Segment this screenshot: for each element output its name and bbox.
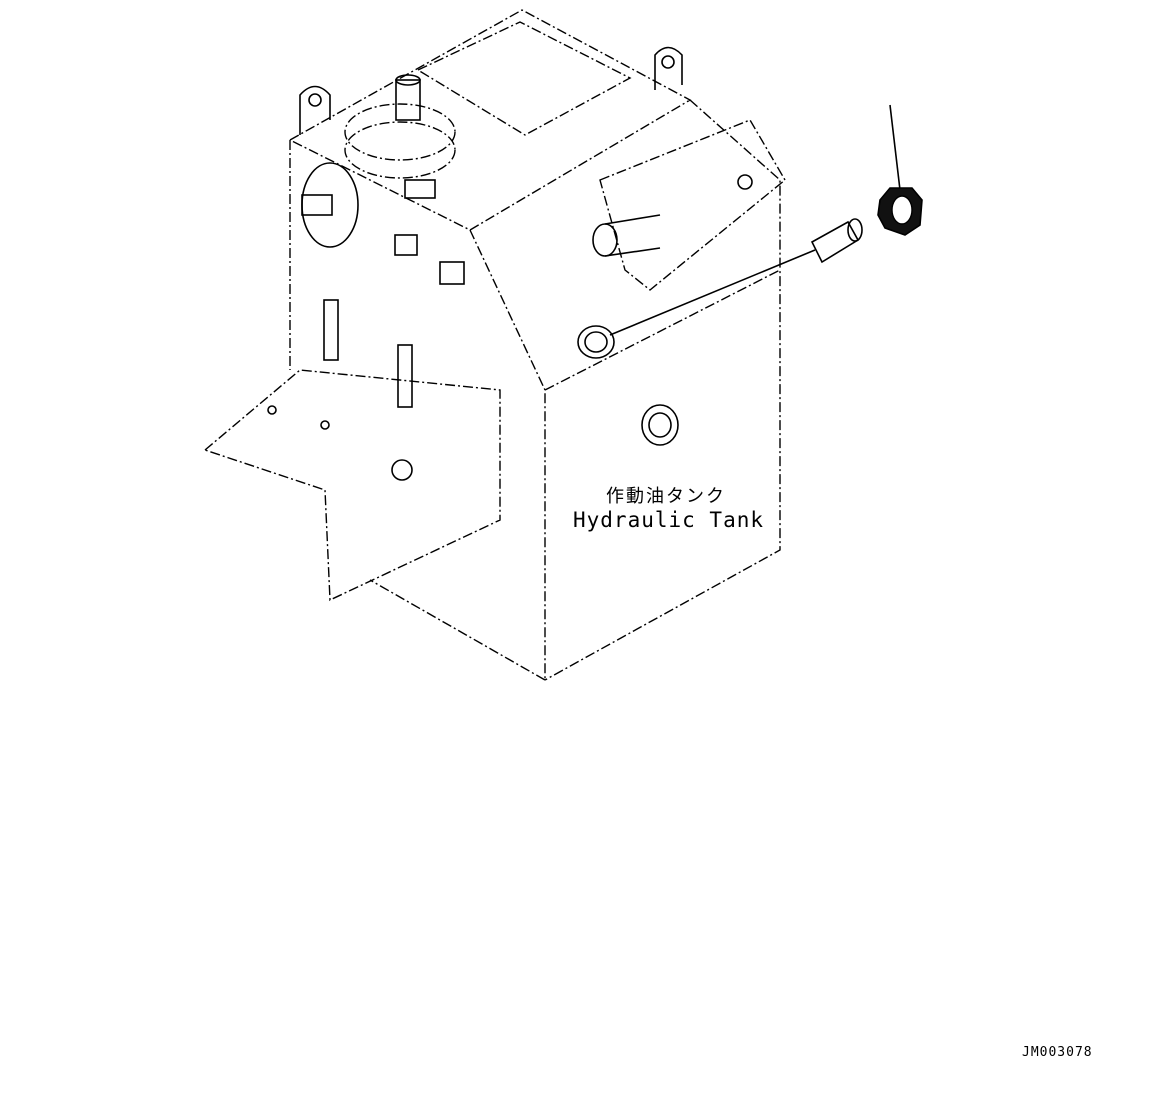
strainer-part: [609, 218, 863, 336]
lifting-eye-left: [299, 85, 331, 135]
tank-label-english: Hydraulic Tank: [573, 508, 765, 532]
breather-cap-part: [877, 104, 923, 236]
tank-label-japanese: 作動油タンク: [606, 486, 726, 507]
drawing-number: JM003078: [1022, 1045, 1093, 1060]
mounting-bracket: [204, 369, 501, 602]
top-cover: [344, 21, 632, 179]
fill-port: [577, 325, 615, 359]
return-filter-housing: [592, 119, 786, 291]
drain-plug: [641, 404, 679, 446]
side-shaft-left: [301, 162, 359, 248]
lifting-eye-right: [654, 46, 683, 90]
mount-pads: [323, 179, 465, 408]
tank-body-outline: [289, 9, 781, 681]
